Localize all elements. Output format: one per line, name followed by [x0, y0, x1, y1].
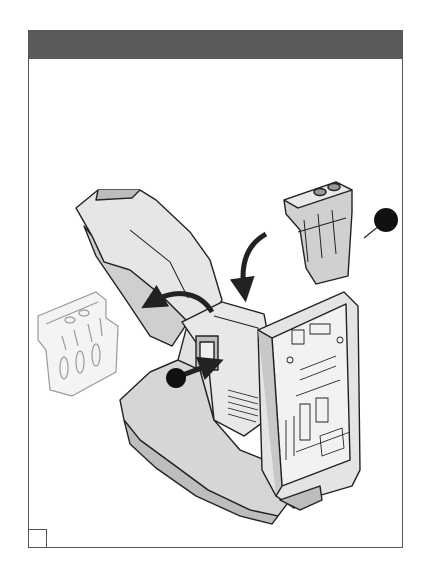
battery-housing	[258, 292, 360, 510]
callout-circle-right	[364, 208, 398, 238]
ghost-cartridge-outline	[38, 292, 118, 396]
callout-circle-left	[166, 368, 186, 388]
removable-cartridge	[284, 182, 352, 284]
insert-arrow-down	[243, 234, 266, 290]
